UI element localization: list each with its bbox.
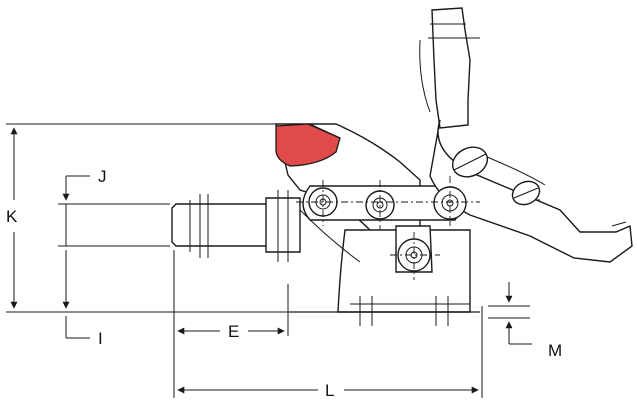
centerlines	[296, 176, 480, 280]
dimension-label-e: E	[228, 322, 239, 341]
handle-pin-upper	[451, 146, 489, 178]
dimension-label-l: L	[325, 381, 334, 400]
dimension-i: I	[62, 250, 103, 348]
dimension-label-m: M	[548, 341, 562, 360]
dimension-m: M	[505, 282, 562, 360]
base-plate	[290, 229, 480, 326]
extension-lines	[6, 123, 530, 398]
dimension-label-k: K	[6, 207, 18, 226]
dimension-k: K	[6, 127, 18, 309]
dimension-l: L	[177, 381, 479, 400]
handle-pin-lower	[511, 180, 541, 206]
dimension-j: J	[62, 167, 107, 246]
dimension-label-i: I	[98, 329, 103, 348]
dimension-label-j: J	[98, 167, 107, 186]
dimension-e: E	[177, 322, 285, 341]
handle-grip	[419, 7, 480, 129]
plunger-rod	[171, 190, 361, 263]
clamp-pad	[275, 123, 341, 167]
